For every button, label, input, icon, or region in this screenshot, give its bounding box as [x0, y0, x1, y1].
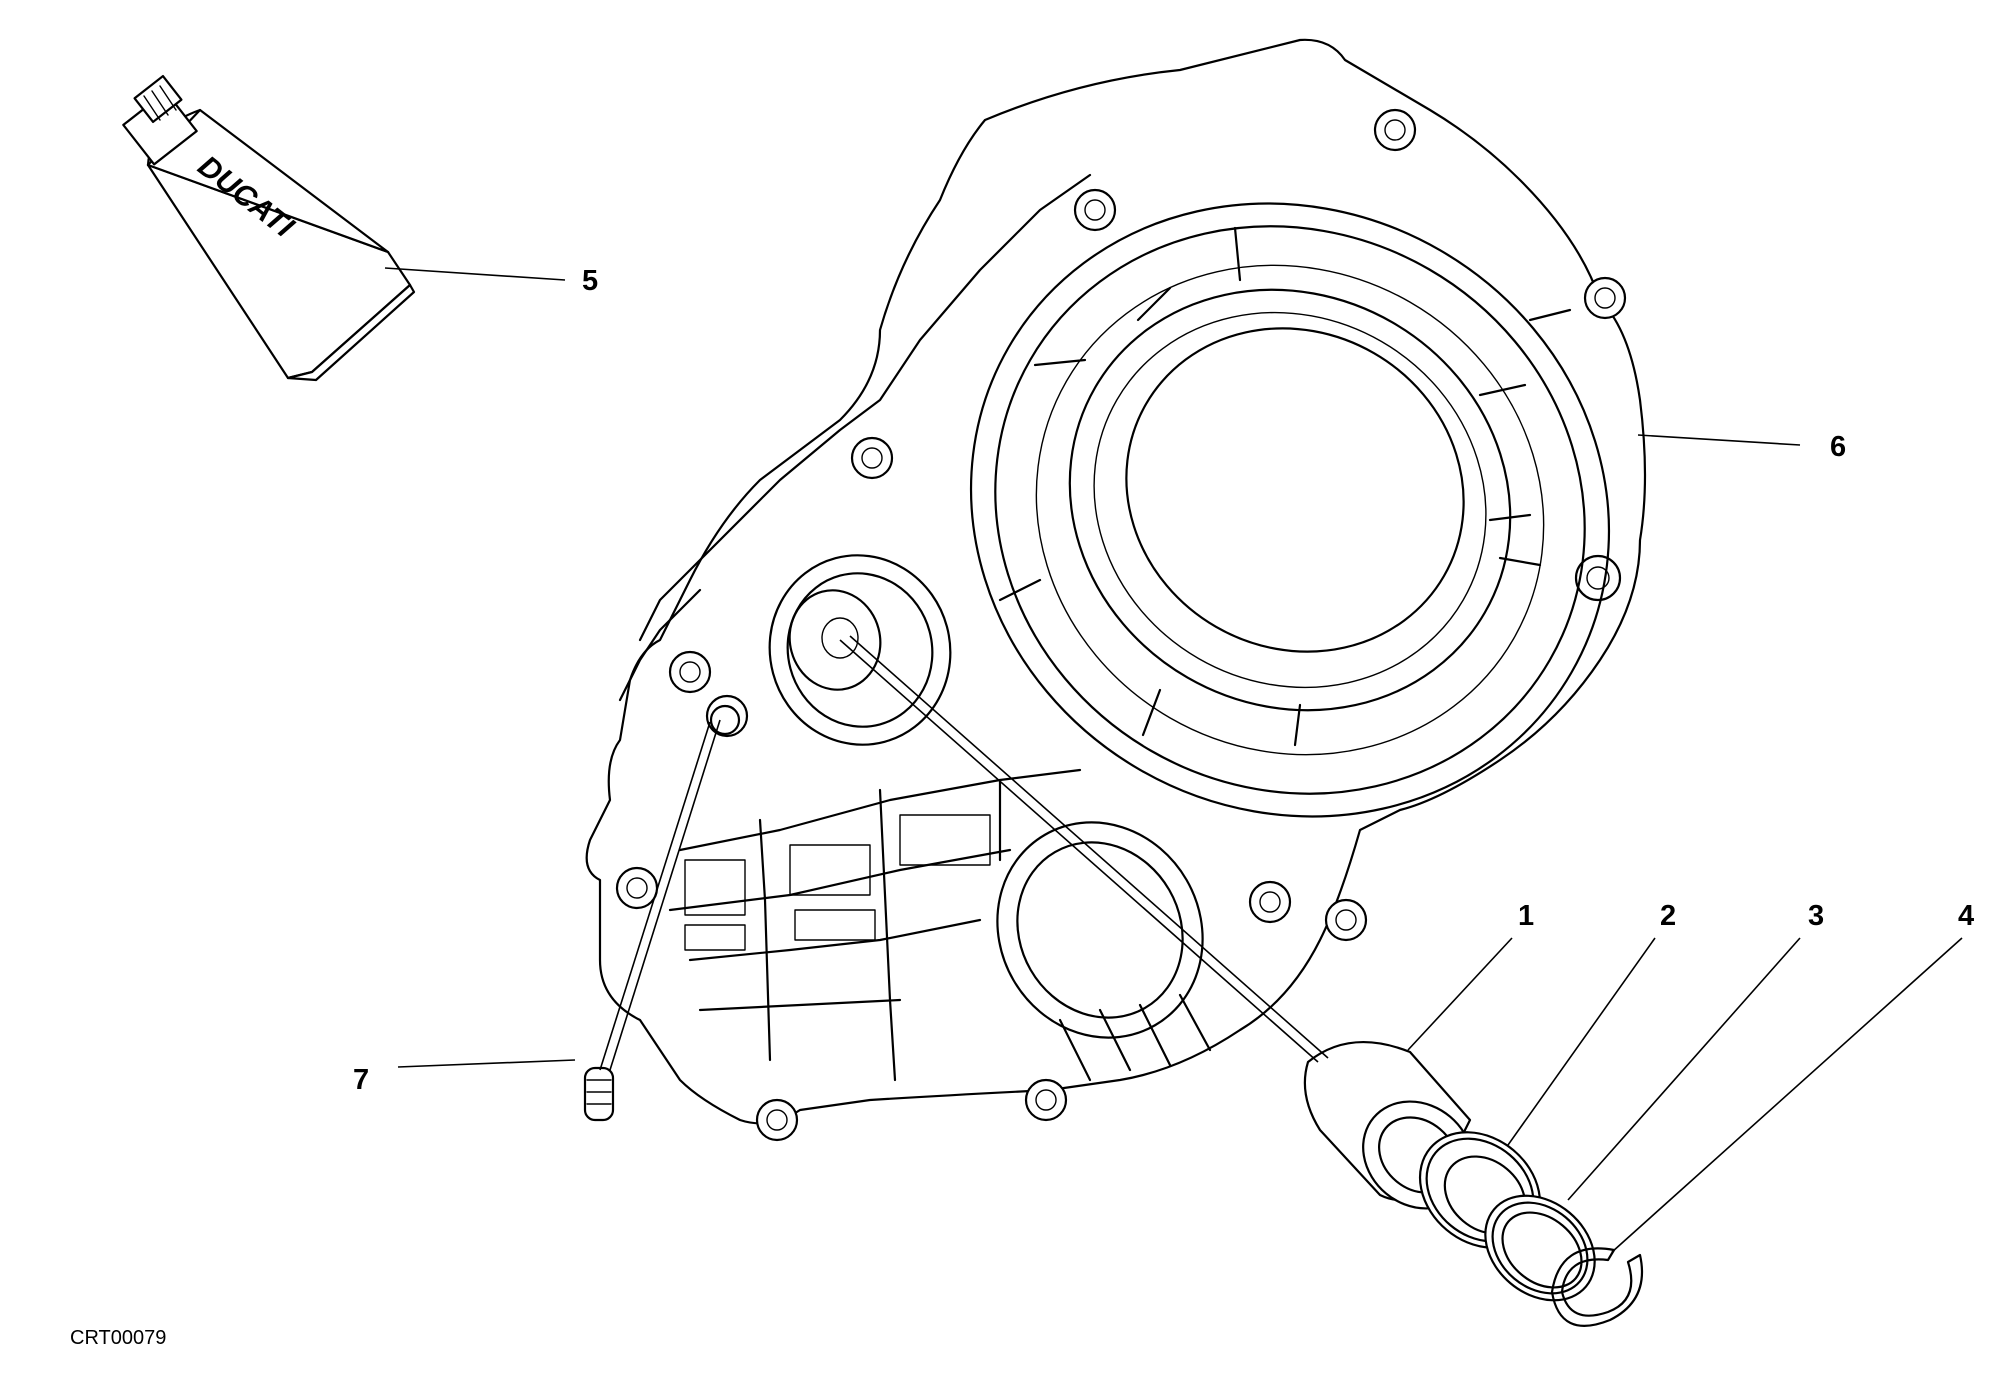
cover-ribs: [998, 226, 1572, 747]
clutch-cover: [585, 38, 1647, 1142]
callout-4: 4: [1958, 900, 1975, 932]
drawing-code: CRT00079: [70, 1327, 167, 1349]
callout-2: 2: [1660, 900, 1677, 932]
callout-5: 5: [582, 265, 599, 297]
cover-lattice: [668, 768, 1082, 1082]
callout-3: 3: [1808, 900, 1825, 932]
leader-lines: [384, 267, 1963, 1253]
sealant-tube: DUCATI: [122, 74, 416, 382]
bolt-bosses: [615, 108, 1627, 1142]
plug-part-7: [583, 1066, 615, 1122]
callout-1: 1: [1518, 900, 1535, 932]
circlip-part-4: [1550, 1247, 1644, 1327]
callout-6: 6: [1830, 431, 1847, 463]
callout-7: 7: [353, 1064, 370, 1096]
